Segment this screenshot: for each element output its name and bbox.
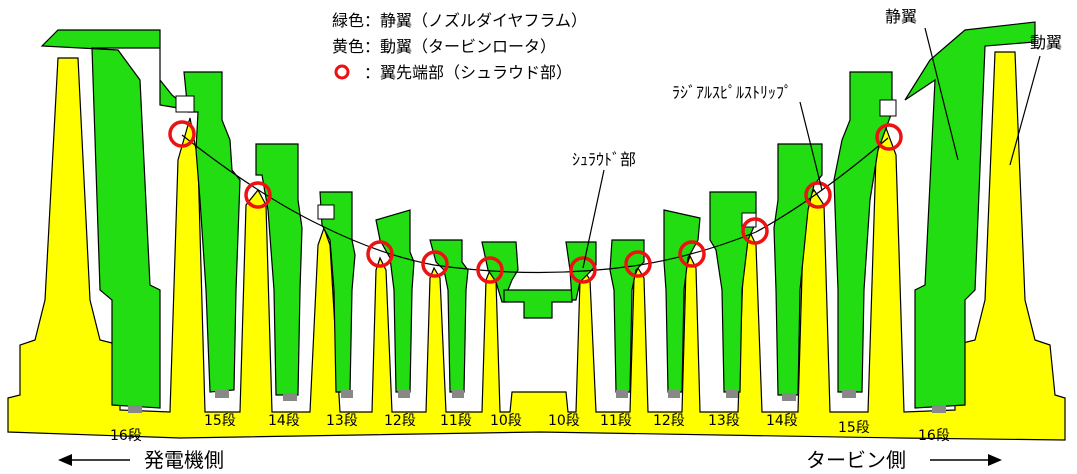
blade-tip-circle: [804, 181, 832, 209]
blade-tip-circle: [168, 120, 196, 148]
blade-tip-circle: [244, 181, 272, 209]
legend-circle: ：翼先端部（シュラウド部）: [364, 63, 572, 82]
leader-rotor: [1009, 55, 1041, 166]
stage-label-right-10: 10段: [548, 413, 580, 429]
stage-label-right-15: 15段: [838, 420, 870, 436]
stage-label-right-13: 13段: [708, 413, 740, 429]
stage-label-left-14: 14段: [268, 413, 300, 429]
rotor-group: [7, 51, 1066, 441]
leader-shroud: [582, 169, 605, 269]
direction-left-label: 発電機側: [144, 448, 224, 472]
hub-seal: [932, 405, 946, 413]
hub-seal: [215, 390, 229, 398]
direction-right-label: タービン側: [806, 448, 906, 472]
hub-seal: [726, 390, 738, 398]
blade-tip-circle: [624, 250, 652, 278]
hub-seal: [283, 393, 297, 401]
stage-label-left-11: 11段: [440, 413, 472, 429]
direction-left: 発電機側: [58, 448, 224, 472]
arrow-left-icon: [58, 454, 72, 466]
hub-seal: [128, 405, 142, 413]
hub-seal: [452, 390, 464, 398]
stage-label-left-12: 12段: [384, 413, 416, 429]
stator-right-14: [773, 143, 823, 396]
legend-yellow: 黄色：動翼（タービンロータ）: [332, 37, 556, 56]
stage-label-right-16: 16段: [918, 428, 950, 444]
stage-label-right-12: 12段: [653, 413, 685, 429]
rotor-drum: [7, 51, 1066, 441]
blade-tip-circle: [569, 256, 597, 284]
label-radial-spill-strip: ﾗｼﾞｱﾙｽﾋﾟﾙｽﾄﾘｯﾌﾟ: [672, 83, 792, 102]
leader-stator: [924, 27, 959, 161]
hub-seal: [842, 390, 856, 398]
stage-label-left-13: 13段: [326, 413, 358, 429]
legend: 緑色：静翼（ノズルダイヤフラム） 黄色：動翼（タービンロータ） ：翼先端部（シュ…: [332, 11, 587, 82]
seal-block: [175, 95, 195, 113]
blade-tip-circle: [366, 240, 394, 268]
stage-label-left-10: 10段: [490, 413, 522, 429]
seal-block: [317, 204, 335, 220]
legend-circle-icon: [334, 64, 350, 80]
blade-tip-circles: [168, 120, 903, 284]
stage-label-right-11: 11段: [600, 413, 632, 429]
stage-label-left-15: 15段: [204, 413, 236, 429]
blade-tip-circle: [476, 256, 504, 284]
hub-seal: [398, 390, 410, 398]
stator-left-15: [183, 71, 241, 393]
hub-seal: [668, 390, 680, 398]
stage-label-left-16: 16段: [110, 428, 142, 444]
blade-tip-circle: [421, 250, 449, 278]
hub-seal: [782, 393, 796, 401]
stator-left-16: [40, 29, 193, 409]
stator-center: [503, 289, 573, 319]
callouts: 静翼 動翼 ﾗｼﾞｱﾙｽﾋﾟﾙｽﾄﾘｯﾌﾟ ｼｭﾗｳﾄﾞ部: [572, 7, 1062, 269]
leader-radial-spill-strip: [799, 101, 823, 191]
label-shroud: ｼｭﾗｳﾄﾞ部: [572, 150, 636, 169]
direction-right: タービン側: [806, 448, 1002, 472]
blade-tip-circle: [875, 123, 903, 151]
legend-green: 緑色：静翼（ノズルダイヤフラム）: [332, 11, 587, 30]
blade-tip-circle: [741, 217, 769, 245]
arrow-right-icon: [988, 454, 1002, 466]
blade-tip-circle: [678, 240, 706, 268]
hub-seal: [616, 390, 628, 398]
stator-right-11: [609, 239, 645, 393]
stator-right-16: [904, 21, 1036, 409]
stator-right-12: [663, 209, 701, 393]
stage-label-right-14: 14段: [766, 413, 798, 429]
shroud-line: [181, 134, 889, 274]
hub-seal: [341, 390, 353, 398]
stage-labels: 16段 15段 14段 13段 12段 11段 10段 10段 11段 12段 …: [110, 413, 950, 444]
label-stator: 静翼: [885, 7, 917, 26]
seal-block: [879, 99, 897, 117]
label-rotor: 動翼: [1030, 33, 1062, 52]
